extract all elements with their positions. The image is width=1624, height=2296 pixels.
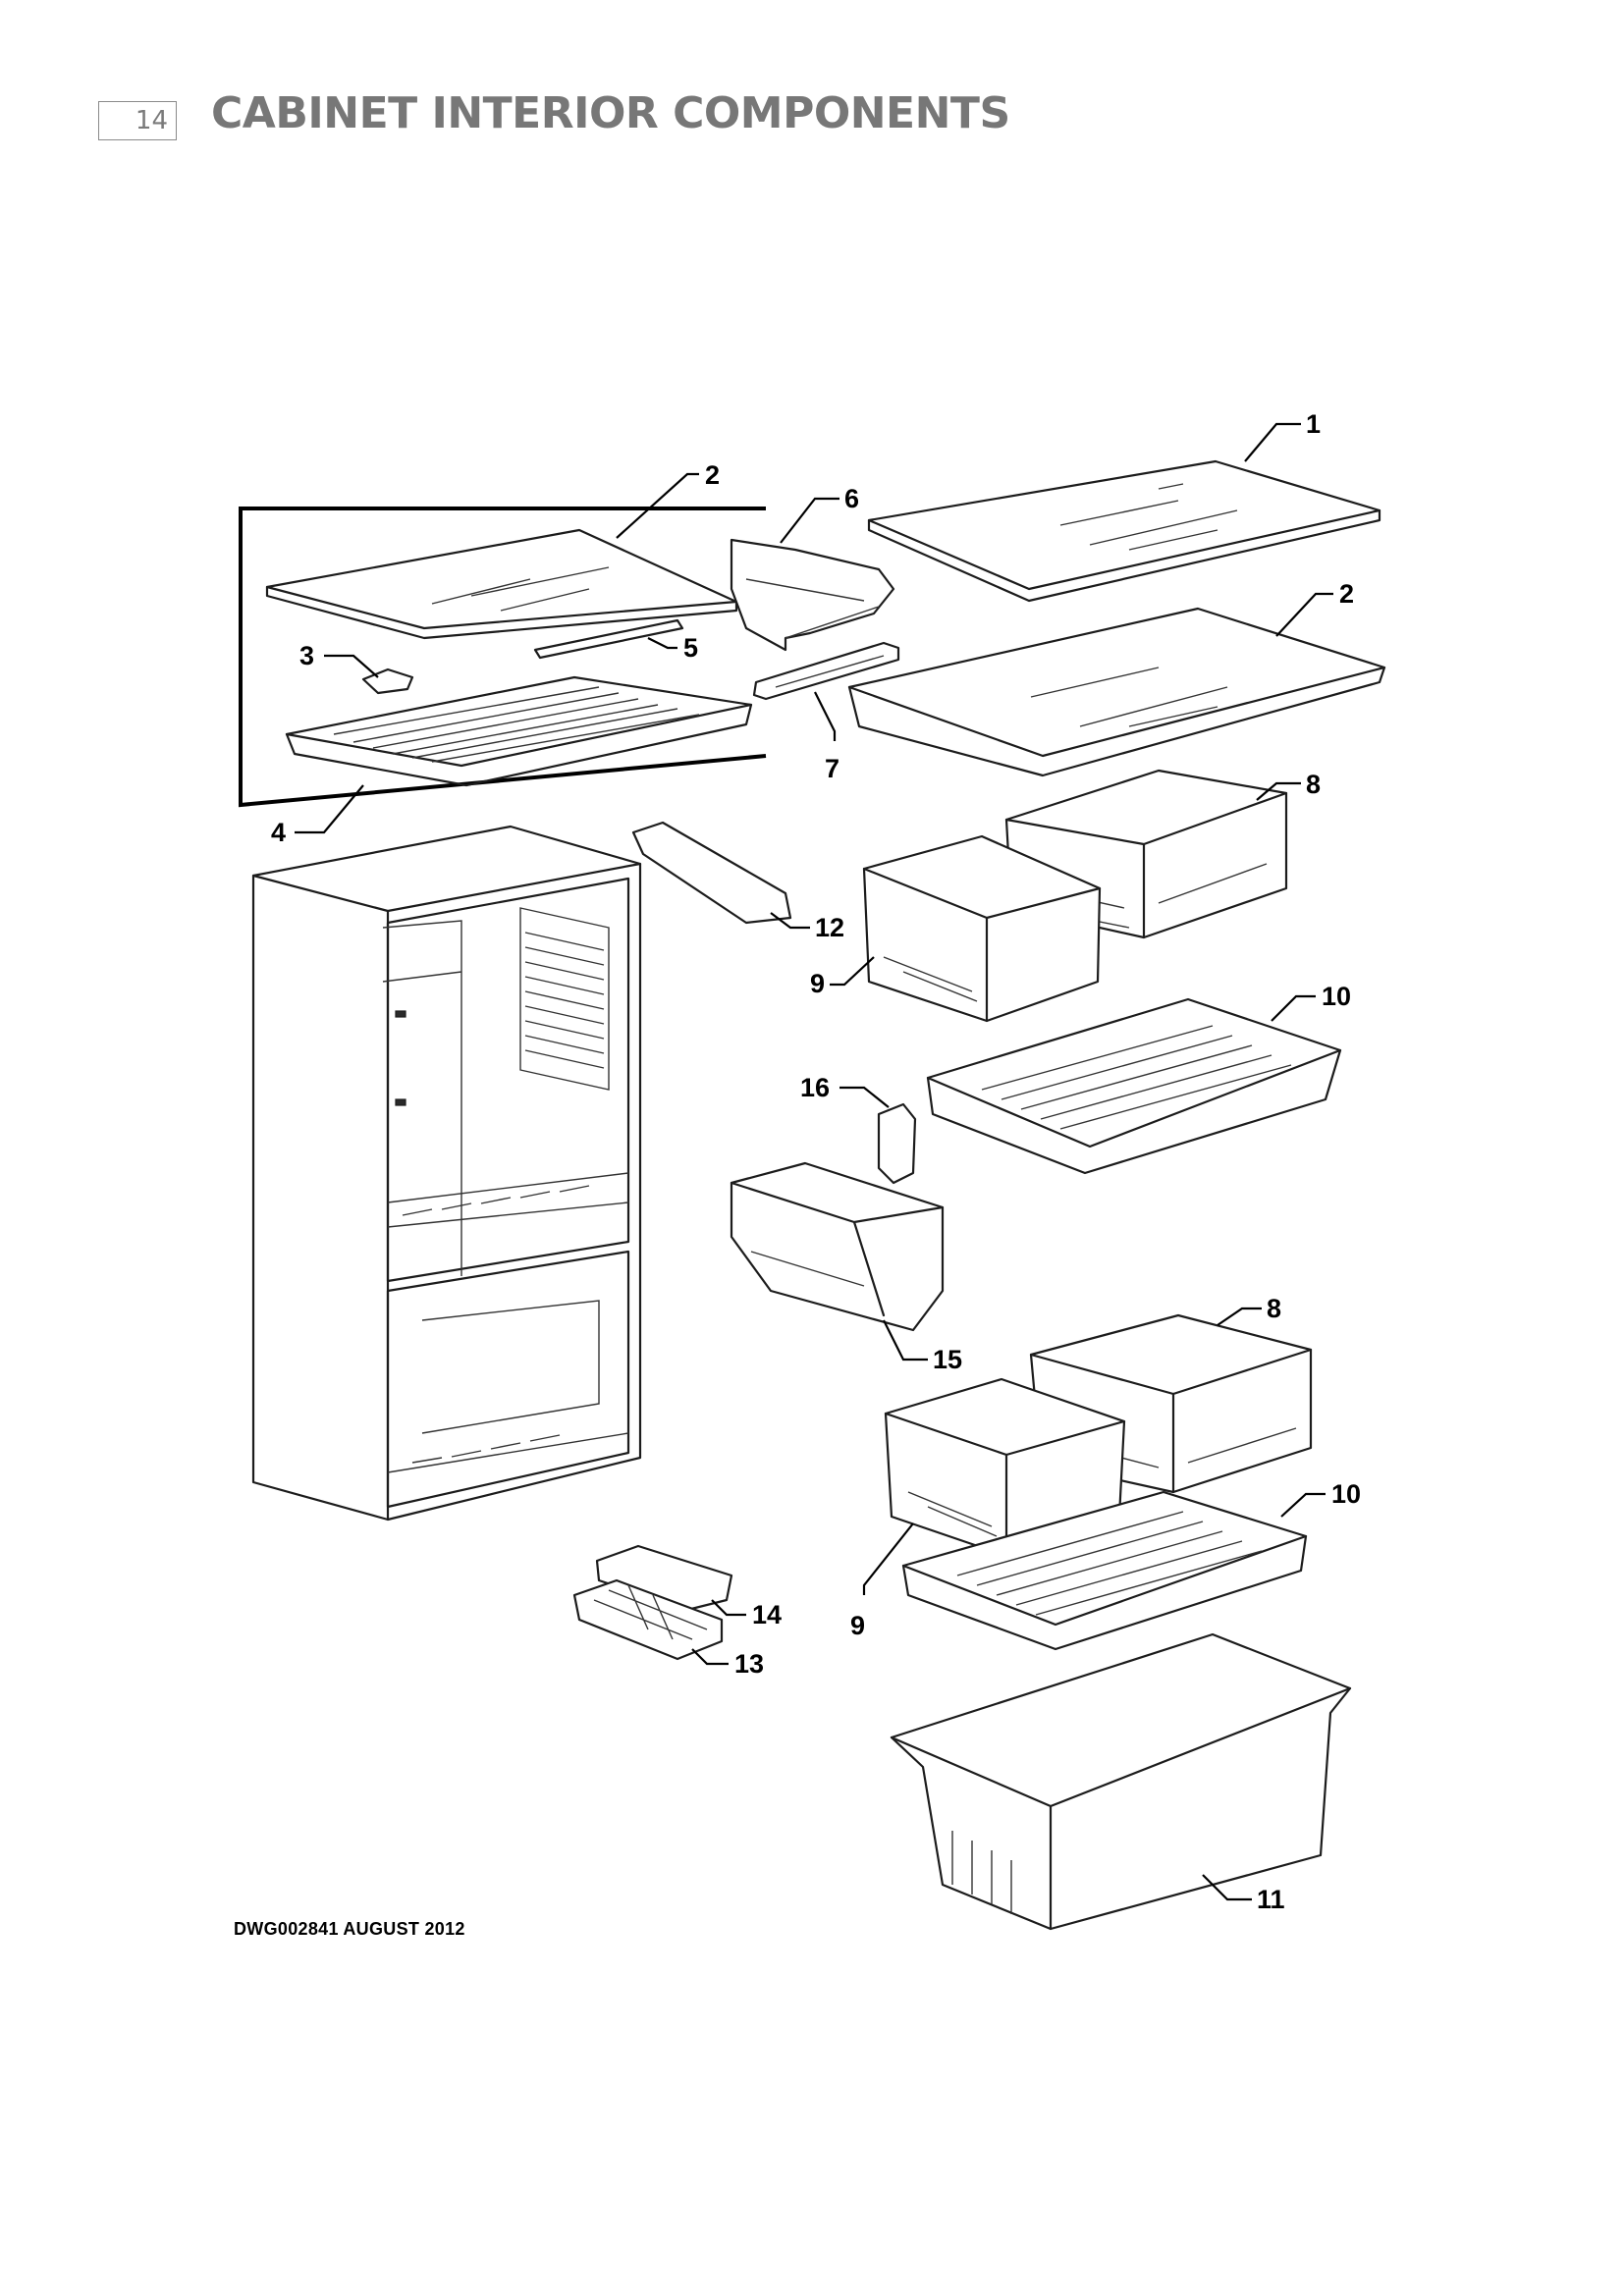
leader-14 [711,1599,746,1617]
ice-bin-part-14 [595,1544,733,1612]
glass-shelf-part-1 [867,459,1381,603]
leader-9a [830,956,875,987]
group-frame [239,507,767,808]
callout-1: 1 [1306,409,1321,439]
freezer-basket-part-11 [890,1632,1352,1931]
refrigerator-cabinet [251,825,642,1522]
leader-7 [814,691,837,741]
tray-part-4 [285,675,753,787]
callout-2b: 2 [1339,579,1354,609]
leader-11 [1202,1874,1252,1901]
bracket-part-6 [730,538,895,652]
callout-15: 15 [933,1345,962,1374]
callout-8b: 8 [1267,1294,1281,1323]
leader-4 [295,784,364,834]
door-bin-part-12 [631,821,792,925]
callout-10a: 10 [1322,982,1351,1011]
leader-2b [1275,592,1333,637]
drawing-code: DWG002841 AUGUST 2012 [234,1919,465,1939]
callout-3: 3 [299,641,314,670]
callout-4: 4 [271,818,286,847]
bracket-part-7 [752,641,900,701]
leader-10b [1280,1492,1326,1518]
callout-10b: 10 [1331,1479,1361,1509]
glass-shelf-part-2-lower [847,607,1386,777]
trim-strip-part-5 [533,618,684,660]
callout-11: 11 [1257,1885,1285,1914]
leader-6 [780,497,839,544]
leader-16 [839,1086,890,1108]
callout-7: 7 [825,754,839,783]
leader-13 [691,1648,729,1666]
leader-2a [616,472,699,539]
leader-15 [883,1319,928,1362]
leader-10a [1271,994,1316,1022]
door-bin-part-15 [730,1161,945,1332]
callout-9a: 9 [810,969,825,998]
leader-3 [324,654,379,678]
leader-12 [770,912,810,930]
ice-tray-part-13 [572,1578,724,1661]
leader-5 [647,637,677,650]
page-number: 14 [135,106,168,135]
leader-1 [1244,422,1301,462]
crisper-part-9-upper [862,834,1102,1023]
page-title: CABINET INTERIOR COMPONENTS [211,88,1010,138]
callout-8a: 8 [1306,770,1321,799]
leader-9b [862,1522,914,1595]
leader-8b [1217,1307,1262,1326]
callout-2a: 2 [705,460,720,490]
callout-6: 6 [844,484,859,513]
callout-16: 16 [800,1073,830,1102]
clip-part-3 [361,667,414,695]
small-container-part-16 [877,1102,917,1185]
tray-part-10-upper [926,997,1342,1175]
callout-14: 14 [752,1600,782,1629]
callout-12: 12 [815,913,844,942]
callout-13: 13 [734,1649,764,1679]
page-number-box: 14 [98,101,177,140]
tray-part-10-lower [901,1490,1308,1651]
callout-9b: 9 [850,1611,865,1640]
leader-8a [1256,781,1301,801]
callout-5: 5 [683,633,698,663]
